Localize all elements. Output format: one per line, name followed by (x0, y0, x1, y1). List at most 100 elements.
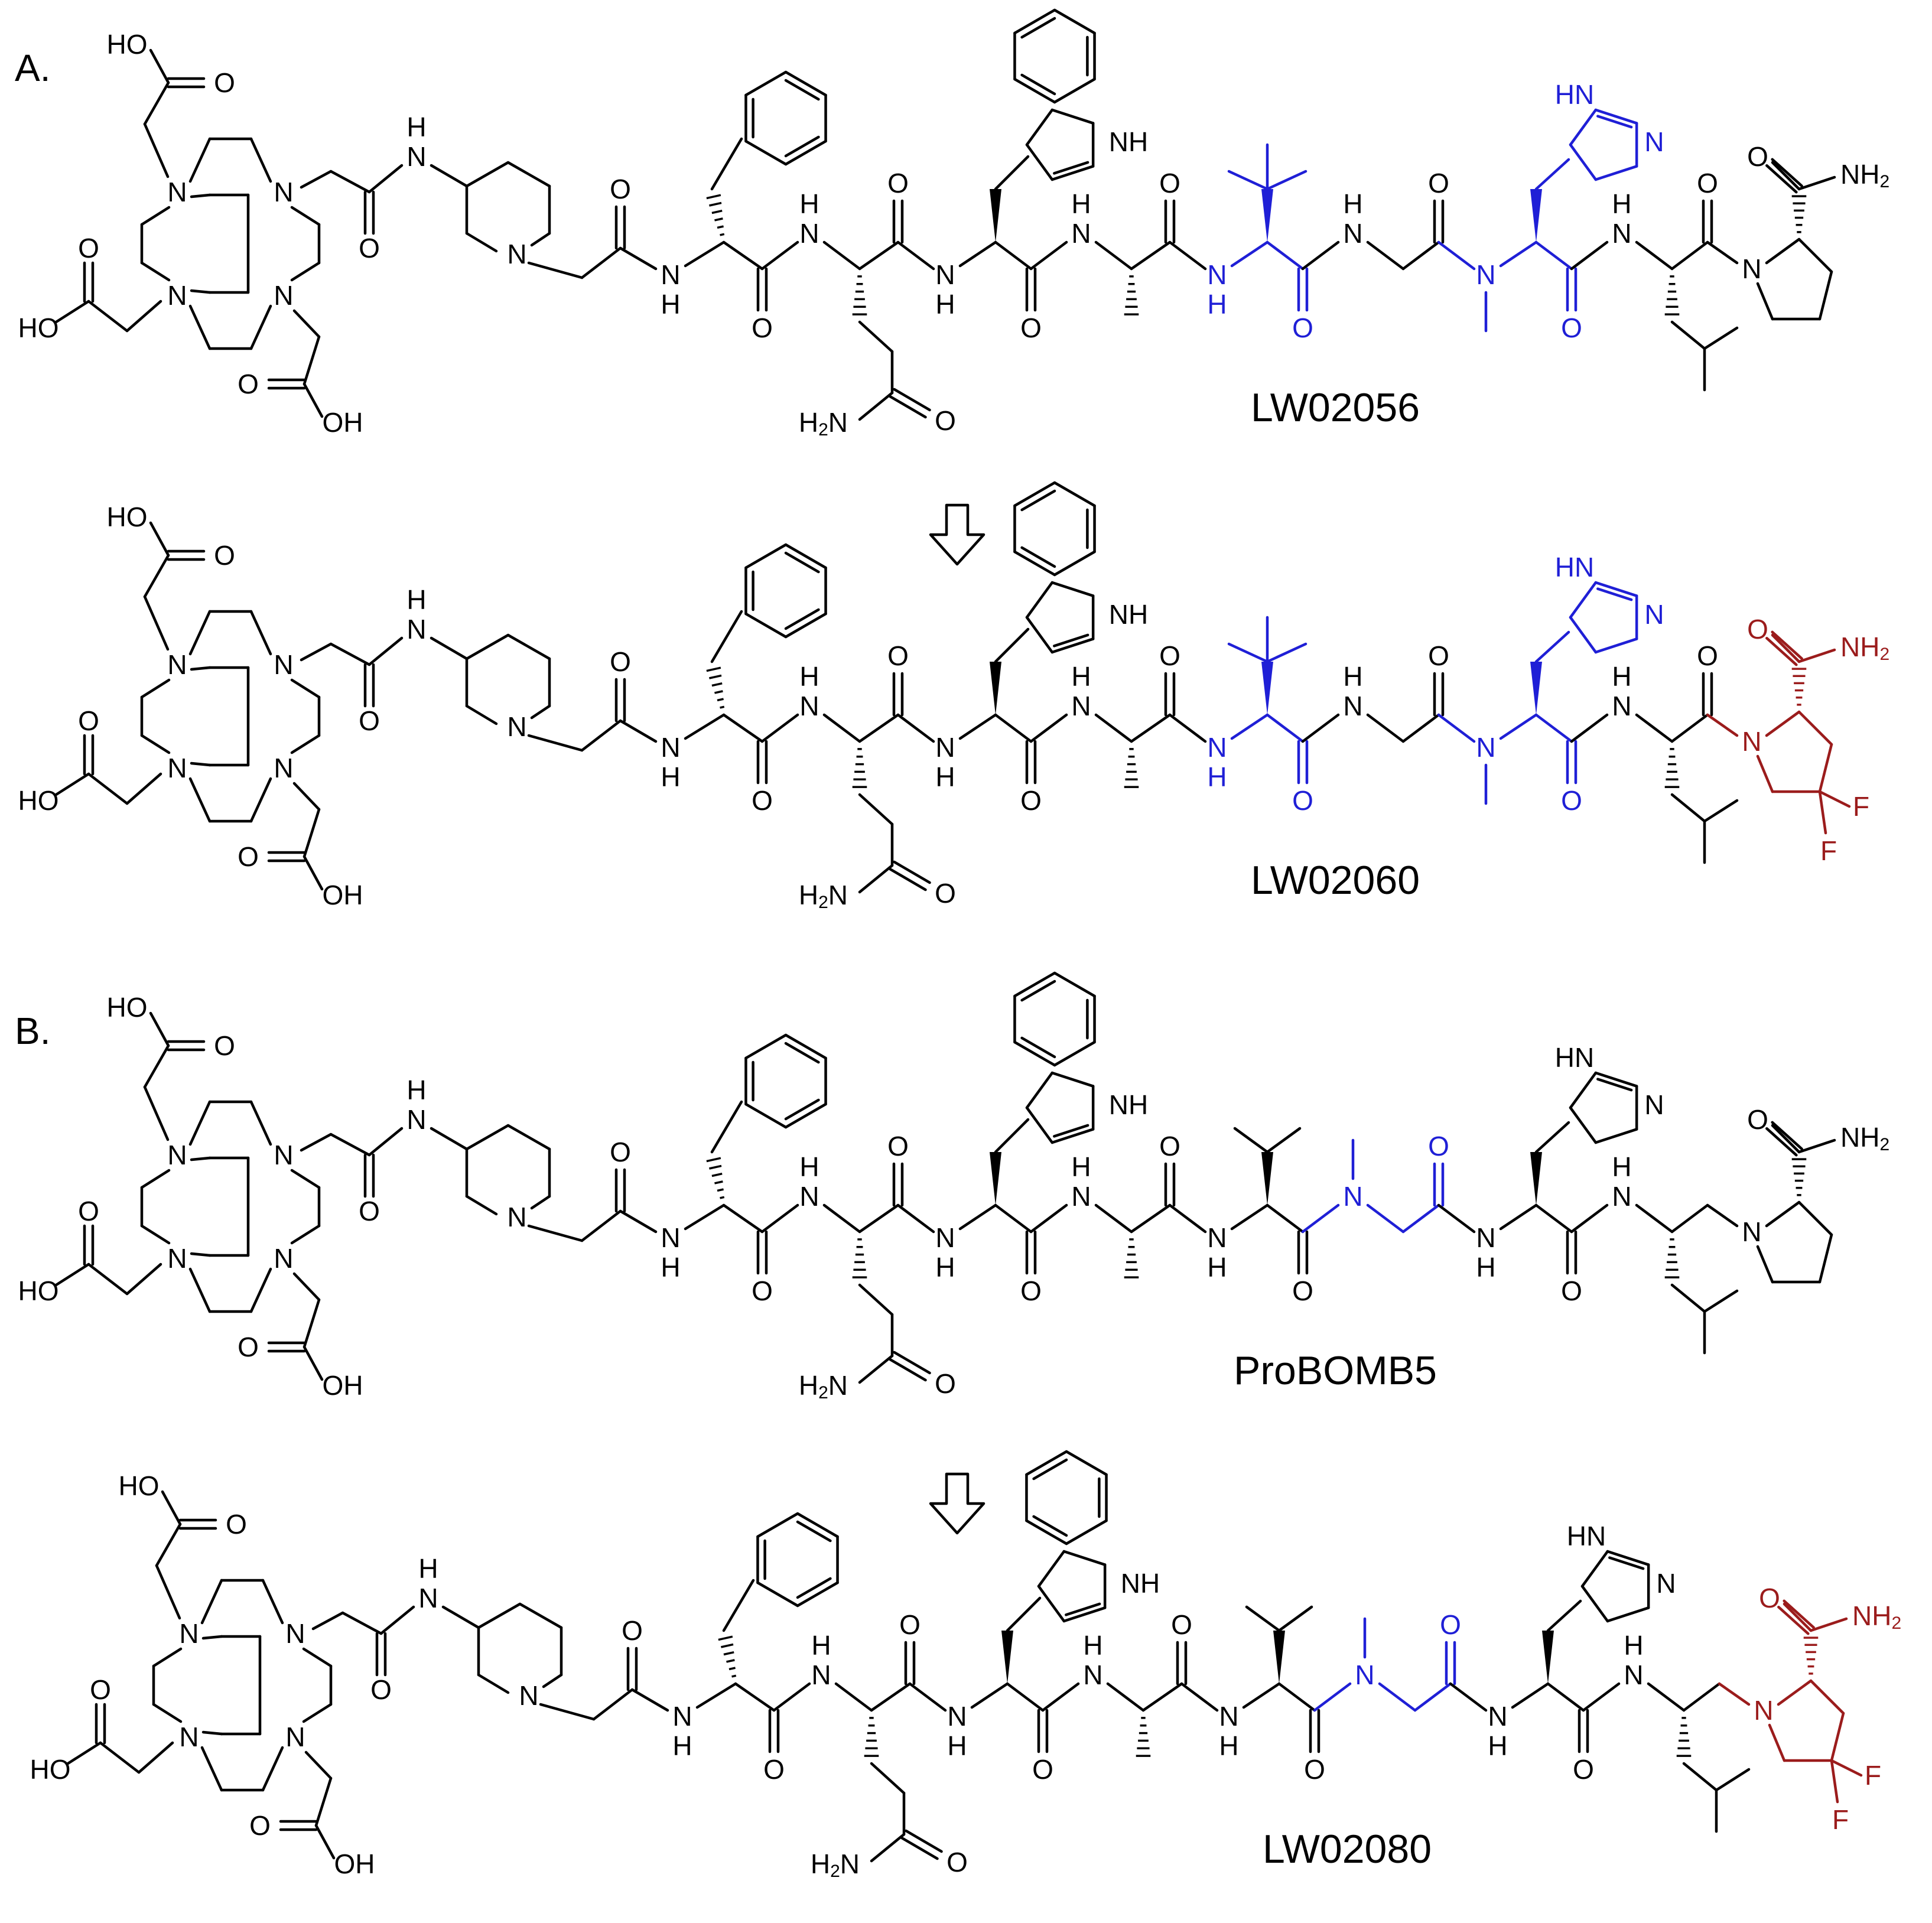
amide-nitrogen: N (672, 1701, 692, 1732)
amide-nitrogen: N (661, 259, 680, 290)
ring-bond (1025, 1519, 1068, 1545)
residue-leu: NHO (1612, 168, 1739, 392)
bond (710, 1100, 743, 1154)
bond (710, 137, 743, 191)
ring-inner-bond (1020, 1036, 1056, 1059)
stereo-wedge-bond (1542, 1631, 1554, 1684)
double-bond (893, 860, 931, 884)
bond (994, 1118, 1030, 1154)
nh2-label: NH2 (1840, 1122, 1889, 1154)
residue-val: NHO (1207, 1127, 1340, 1306)
ring-inner-bond (1608, 1556, 1645, 1570)
bond (695, 1682, 737, 1709)
residue-leu-reduced: NH (1624, 1630, 1751, 1833)
bond (430, 636, 469, 660)
nitrogen-atom: N (274, 280, 293, 311)
ring-bond (796, 1581, 839, 1608)
bond (1534, 158, 1570, 191)
bond (684, 240, 726, 268)
bond (341, 1611, 383, 1635)
carbonyl-oxygen: O (90, 1674, 111, 1705)
piperidine-nitrogen: N (507, 1202, 526, 1232)
bond (1449, 1682, 1488, 1712)
carbonyl-oxygen: O (1292, 785, 1313, 816)
bond (190, 193, 212, 199)
carbonyl-oxygen: O (1020, 313, 1042, 343)
carbonyl-oxygen: O (1171, 1609, 1192, 1640)
bond (1245, 1605, 1281, 1632)
hydroxyl-label: HO (18, 313, 59, 343)
bond (149, 48, 170, 84)
bond (1366, 240, 1405, 271)
carbonyl-oxygen: O (935, 878, 956, 909)
bond (630, 1688, 669, 1712)
bond (125, 300, 162, 333)
carbonyl-oxygen: O (610, 174, 631, 204)
carbonyl-oxygen: O (752, 1276, 773, 1306)
ring-inner-bond (1020, 980, 1056, 1002)
bond (249, 1100, 272, 1146)
bond (1277, 1682, 1316, 1712)
bond (858, 864, 894, 894)
carbonyl-oxygen: O (1304, 1754, 1325, 1785)
bond (1437, 713, 1476, 743)
bond (329, 1133, 371, 1157)
stereo-hash-bond (864, 1717, 879, 1757)
stereo-hash-bond (1124, 1238, 1139, 1278)
bond (143, 595, 170, 651)
stereo-hash-bond (1664, 275, 1680, 315)
bond (858, 793, 894, 826)
stereo-wedge-bond (990, 662, 1001, 715)
bond (858, 391, 894, 421)
ring-bond (1569, 143, 1598, 181)
carbonyl-oxygen: O (887, 168, 909, 199)
bond (1401, 240, 1440, 271)
bond (958, 1203, 997, 1231)
bond (149, 1011, 170, 1047)
indole-nh-label: NH (1121, 1568, 1160, 1599)
bond (710, 610, 743, 663)
carbonyl-oxygen: O (78, 705, 99, 736)
ring-inner-bond (1596, 1078, 1633, 1092)
imidazole-nh-label: HN (1567, 1521, 1606, 1551)
stereo-wedge-bond (1530, 1152, 1542, 1205)
bond (1756, 1245, 1774, 1284)
stereo-hash-bond (1124, 275, 1139, 315)
hash-stroke (717, 1188, 724, 1192)
bond (527, 1224, 584, 1242)
piperidine-nitrogen: N (519, 1680, 538, 1711)
bond (1266, 240, 1305, 271)
double-bond (1777, 1605, 1810, 1635)
carbonyl-oxygen: O (359, 705, 380, 736)
double-bond (905, 1829, 943, 1853)
bond (1706, 713, 1739, 737)
carbonyl-oxygen: O (1747, 1104, 1768, 1135)
bond (1797, 648, 1836, 663)
carbonyl-oxygen: O (1292, 1276, 1313, 1306)
ring-bond (1025, 1450, 1068, 1476)
bond (430, 1127, 469, 1151)
bond (249, 777, 272, 823)
bond (1783, 1602, 1813, 1632)
bond (1797, 1138, 1836, 1154)
bond (1818, 790, 1827, 835)
bond (54, 772, 90, 796)
carbonyl-oxygen: O (752, 313, 773, 343)
bond (1830, 1759, 1863, 1777)
bond (125, 772, 162, 805)
bond (66, 1741, 102, 1765)
panel-label: A. (15, 47, 50, 89)
ring-bond (1053, 481, 1096, 507)
bond (1670, 793, 1706, 823)
bond (200, 1579, 223, 1625)
amide-hydrogen: H (1612, 188, 1631, 219)
amide-nitrogen: N (661, 732, 680, 763)
bond (137, 1741, 174, 1774)
amide-hydrogen: H (1207, 289, 1227, 320)
